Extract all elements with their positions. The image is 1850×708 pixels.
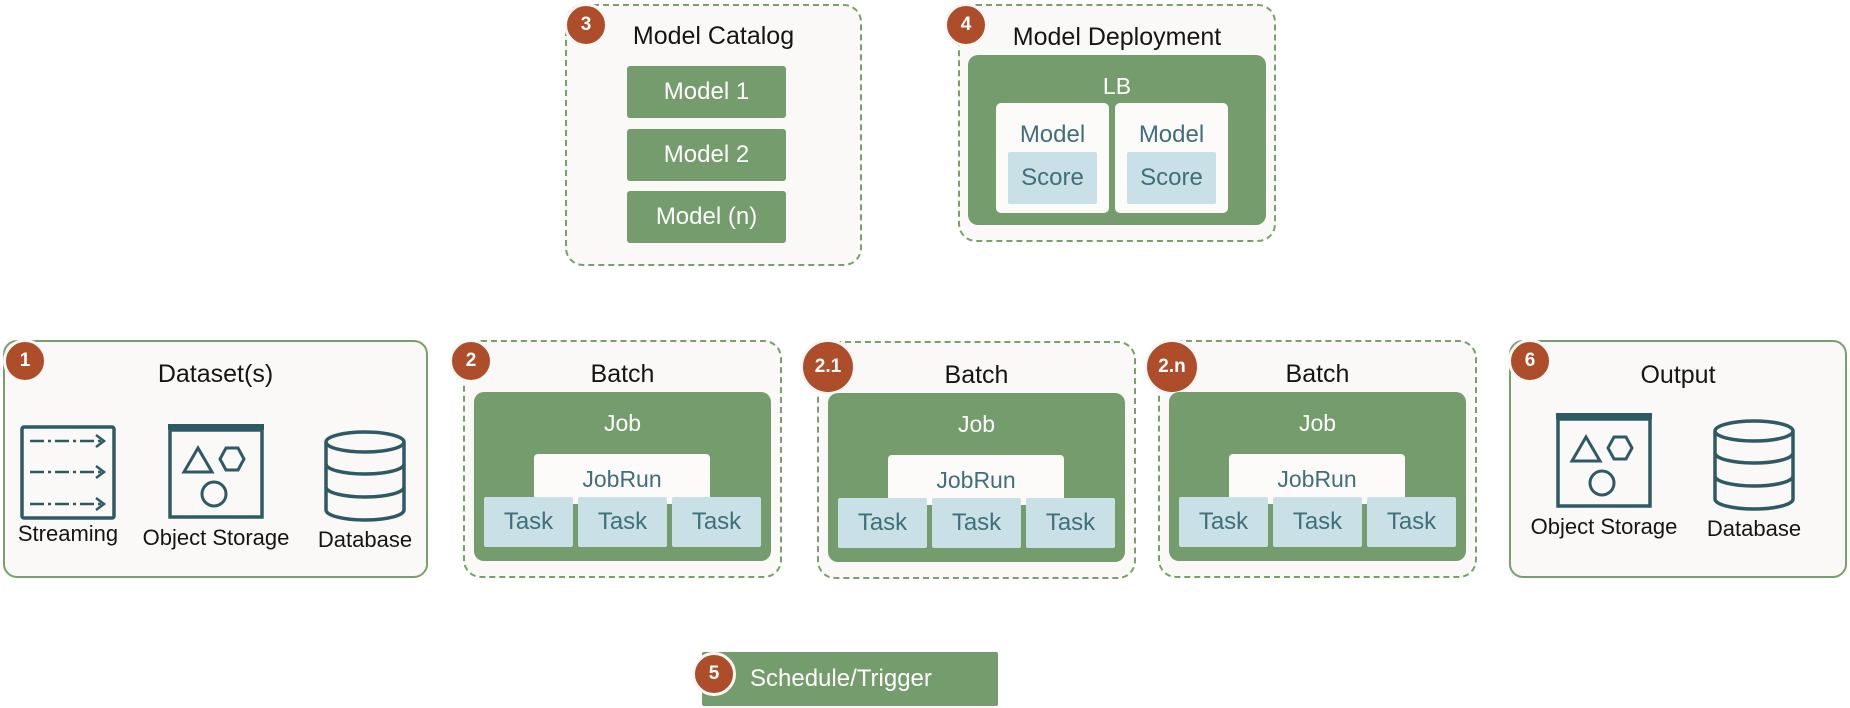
jobrun-box: JobRun (888, 455, 1064, 505)
step-badge-5: 5 (692, 652, 736, 696)
model-catalog-title: Model Catalog (632, 22, 795, 50)
batch-title: Batch (590, 360, 655, 388)
job-box: Job JobRun Task Task Task (474, 392, 771, 561)
job-box: Job JobRun Task Task Task (1169, 392, 1466, 561)
task-block: Task (484, 497, 573, 547)
model-item-1: Model 1 (627, 66, 786, 118)
score-block: Score (1008, 152, 1097, 204)
database-icon (324, 430, 406, 522)
datasets-panel: Dataset(s) (3, 340, 428, 578)
task-block: Task (1179, 497, 1268, 547)
database-label: Database (317, 527, 413, 552)
streaming-icon (20, 425, 116, 520)
model-card-1: Model Score (996, 103, 1109, 213)
model-card-label: Model (1138, 121, 1205, 148)
object-storage-icon (168, 424, 264, 519)
job-box: Job JobRun Task Task Task (828, 393, 1125, 562)
task-block: Task (1273, 497, 1362, 547)
datasets-title: Dataset(s) (157, 360, 274, 388)
job-label: Job (957, 411, 996, 437)
task-block: Task (1026, 498, 1115, 548)
object-storage-icon (1556, 413, 1652, 508)
step-badge-4: 4 (944, 3, 988, 47)
score-block: Score (1127, 152, 1216, 204)
output-panel: Output (1509, 340, 1847, 578)
output-title: Output (1640, 361, 1716, 389)
task-block: Task (838, 498, 927, 548)
job-label: Job (1298, 410, 1337, 436)
step-badge-2-n: 2.n (1144, 339, 1200, 395)
object-storage-label: Object Storage (142, 525, 290, 550)
step-badge-2-1: 2.1 (800, 339, 856, 395)
jobrun-box: JobRun (534, 454, 710, 504)
batch-title: Batch (1285, 360, 1350, 388)
step-badge-2: 2 (449, 339, 493, 383)
database-label: Database (1706, 516, 1802, 541)
streaming-label: Streaming (17, 521, 119, 546)
step-badge-1: 1 (3, 339, 47, 383)
step-badge-6: 6 (1508, 339, 1552, 383)
jobrun-box: JobRun (1229, 454, 1405, 504)
task-block: Task (1367, 497, 1456, 547)
task-block: Task (672, 497, 761, 547)
batch-title: Batch (944, 361, 1009, 389)
schedule-trigger-label: Schedule/Trigger (750, 665, 932, 692)
object-storage-label: Object Storage (1530, 514, 1678, 539)
model-deployment-title: Model Deployment (1012, 23, 1222, 51)
job-label: Job (603, 410, 642, 436)
task-block: Task (932, 498, 1021, 548)
schedule-trigger-bar: Schedule/Trigger (702, 652, 998, 706)
task-block: Task (578, 497, 667, 547)
model-card-label: Model (1019, 121, 1086, 148)
model-card-2: Model Score (1115, 103, 1228, 213)
model-item-2: Model 2 (627, 129, 786, 181)
model-item-n: Model (n) (627, 191, 786, 243)
database-icon (1713, 419, 1795, 511)
lb-label: LB (1102, 73, 1132, 99)
step-badge-3: 3 (564, 3, 608, 47)
